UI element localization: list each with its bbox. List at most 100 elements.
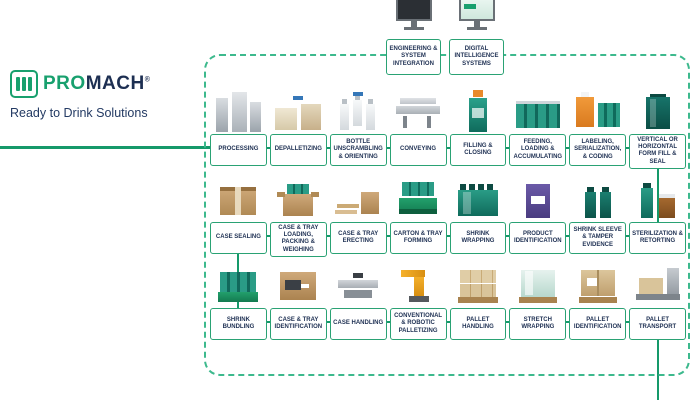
process-step: STERILIZATION & RETORTING xyxy=(629,176,686,257)
tagline: Ready to Drink Solutions xyxy=(10,106,148,120)
case-scale-icon xyxy=(333,264,384,308)
case-blanks-image xyxy=(330,176,387,222)
robotic-palletizer-image xyxy=(390,262,447,308)
step-case-tray-erecting[interactable]: CASE & TRAY ERECTING xyxy=(329,222,387,254)
process-step: SHRINK WRAPPING xyxy=(449,176,507,257)
stretch-wrapped-pallet-icon xyxy=(512,264,563,308)
process-step: VERTICAL OR HORIZONTAL FORM FILL & SEAL xyxy=(629,88,686,169)
logo-mach: MACH xyxy=(85,73,145,94)
step-case-handling[interactable]: CASE HANDLING xyxy=(329,308,387,340)
step-digital-intelligence-systems[interactable]: DIGITAL INTELLIGENCE SYSTEMS xyxy=(449,39,504,75)
printed-case-icon xyxy=(273,264,324,308)
depalletizer-boxes-image xyxy=(270,88,327,134)
step-filling-closing[interactable]: FILLING & CLOSING xyxy=(449,134,507,166)
step-engineering-system-integration[interactable]: ENGINEERING & SYSTEM INTEGRATION xyxy=(386,39,441,75)
shrink-bundled-cans-icon xyxy=(213,264,264,308)
step-conveying[interactable]: CONVEYING xyxy=(389,134,447,166)
filled-beverage-bottle-icon xyxy=(452,90,503,134)
loaded-pallet-image xyxy=(450,262,507,308)
step-carton-tray-forming[interactable]: CARTON & TRAY FORMING xyxy=(389,222,447,254)
step-sterilization-retorting[interactable]: STERILIZATION & RETORTING xyxy=(629,222,686,254)
empty-bottles-icon xyxy=(333,90,384,134)
pallet-with-label-icon xyxy=(572,264,623,308)
process-step: CASE SEALING xyxy=(210,176,267,257)
process-step: CASE & TRAY LOADING, PACKING & WEIGHING xyxy=(269,176,327,257)
sealed-case-image xyxy=(210,176,267,222)
process-step: LABELING, SERIALIZATION, & CODING xyxy=(569,88,627,169)
process-step: PALLET TRANSPORT xyxy=(629,262,686,340)
depalletizer-boxes-icon xyxy=(273,90,324,134)
step-pallet-identification[interactable]: PALLET IDENTIFICATION xyxy=(569,308,627,340)
process-step: PALLET HANDLING xyxy=(449,262,507,340)
step-processing[interactable]: PROCESSING xyxy=(210,134,267,166)
stretch-wrapped-pallet-image xyxy=(509,262,566,308)
process-step: CONVEYING xyxy=(389,88,447,169)
printed-case-image xyxy=(270,262,327,308)
registered-mark: ® xyxy=(144,76,151,84)
sleeved-bottles-image xyxy=(569,176,626,222)
process-step: SHRINK SLEEVE & TAMPER EVIDENCE xyxy=(569,176,627,257)
step-labeling-serialization-coding[interactable]: LABELING, SERIALIZATION, & CODING xyxy=(569,134,627,166)
process-step: DIGITAL INTELLIGENCE SYSTEMS xyxy=(449,0,504,75)
solutions-flow-panel xyxy=(204,54,690,376)
flow-exit-line xyxy=(657,321,659,400)
conveyor-sections-icon xyxy=(393,90,444,134)
process-step: CASE & TRAY IDENTIFICATION xyxy=(269,262,327,340)
beverage-can-packs-image xyxy=(509,88,566,134)
beverage-can-packs-icon xyxy=(512,90,563,134)
process-step: DEPALLETIZING xyxy=(269,88,327,169)
promach-logo-text: PROMACH® xyxy=(43,73,150,95)
digital-monitor-image xyxy=(449,0,504,39)
step-shrink-sleeve-tamper-evidence[interactable]: SHRINK SLEEVE & TAMPER EVIDENCE xyxy=(569,222,627,254)
step-bottle-unscrambling-orienting[interactable]: BOTTLE UNSCRAMBLING & ORIENTING xyxy=(329,134,387,166)
empty-bottles-image xyxy=(330,88,387,134)
promach-logo-icon xyxy=(10,70,38,98)
shrink-wrapped-bottles-icon xyxy=(452,178,503,222)
process-step: BOTTLE UNSCRAMBLING & ORIENTING xyxy=(329,88,387,169)
retort-bottles-image xyxy=(629,176,686,222)
step-depalletizing[interactable]: DEPALLETIZING xyxy=(269,134,327,166)
process-step: STRETCH WRAPPING xyxy=(509,262,567,340)
step-shrink-bundling[interactable]: SHRINK BUNDLING xyxy=(210,308,267,340)
promach-logo[interactable]: PROMACH® xyxy=(10,70,200,98)
step-case-tray-loading-packing-weighing[interactable]: CASE & TRAY LOADING, PACKING & WEIGHING xyxy=(269,222,327,257)
process-step: ENGINEERING & SYSTEM INTEGRATION xyxy=(386,0,441,75)
sealed-case-icon xyxy=(213,178,264,222)
process-step: CARTON & TRAY FORMING xyxy=(389,176,447,257)
flow-line-row-2 xyxy=(237,235,659,237)
process-step: CASE & TRAY ERECTING xyxy=(329,176,387,257)
carton-tray-with-bottles-image xyxy=(390,176,447,222)
step-stretch-wrapping[interactable]: STRETCH WRAPPING xyxy=(509,308,567,340)
shrink-wrapped-bottles-image xyxy=(450,176,507,222)
retort-bottles-icon xyxy=(632,178,683,222)
stainless-steel-tanks-image xyxy=(210,88,267,134)
step-shrink-wrapping[interactable]: SHRINK WRAPPING xyxy=(449,222,507,254)
step-vertical-or-horizontal-form-fill-seal[interactable]: VERTICAL OR HORIZONTAL FORM FILL & SEAL xyxy=(629,134,686,169)
stainless-steel-tanks-icon xyxy=(213,90,264,134)
step-case-tray-identification[interactable]: CASE & TRAY IDENTIFICATION xyxy=(269,308,327,340)
step-pallet-transport[interactable]: PALLET TRANSPORT xyxy=(629,308,686,340)
process-step: PROCESSING xyxy=(210,88,267,169)
process-step: FEEDING, LOADING & ACCUMULATING xyxy=(509,88,567,169)
flow-line-row-3 xyxy=(237,321,659,323)
labeled-containers-image xyxy=(569,88,626,134)
step-product-identification[interactable]: PRODUCT IDENTIFICATION xyxy=(509,222,567,254)
carton-tray-with-bottles-icon xyxy=(393,178,444,222)
process-step: PRODUCT IDENTIFICATION xyxy=(509,176,567,257)
process-step: SHRINK BUNDLING xyxy=(210,262,267,340)
labeled-containers-icon xyxy=(572,90,623,134)
printed-pouch-icon xyxy=(512,178,563,222)
digital-monitor-icon xyxy=(451,0,502,39)
pallet-conveyor-icon xyxy=(632,264,683,308)
step-case-sealing[interactable]: CASE SEALING xyxy=(210,222,267,254)
robotic-palletizer-icon xyxy=(393,264,444,308)
pallet-with-label-image xyxy=(569,262,626,308)
flow-entry-line xyxy=(0,146,212,149)
step-conventional-robotic-palletizing[interactable]: CONVENTIONAL & ROBOTIC PALLETIZING xyxy=(389,308,447,340)
step-feeding-loading-accumulating[interactable]: FEEDING, LOADING & ACCUMULATING xyxy=(509,134,567,166)
step-pallet-handling[interactable]: PALLET HANDLING xyxy=(449,308,507,340)
